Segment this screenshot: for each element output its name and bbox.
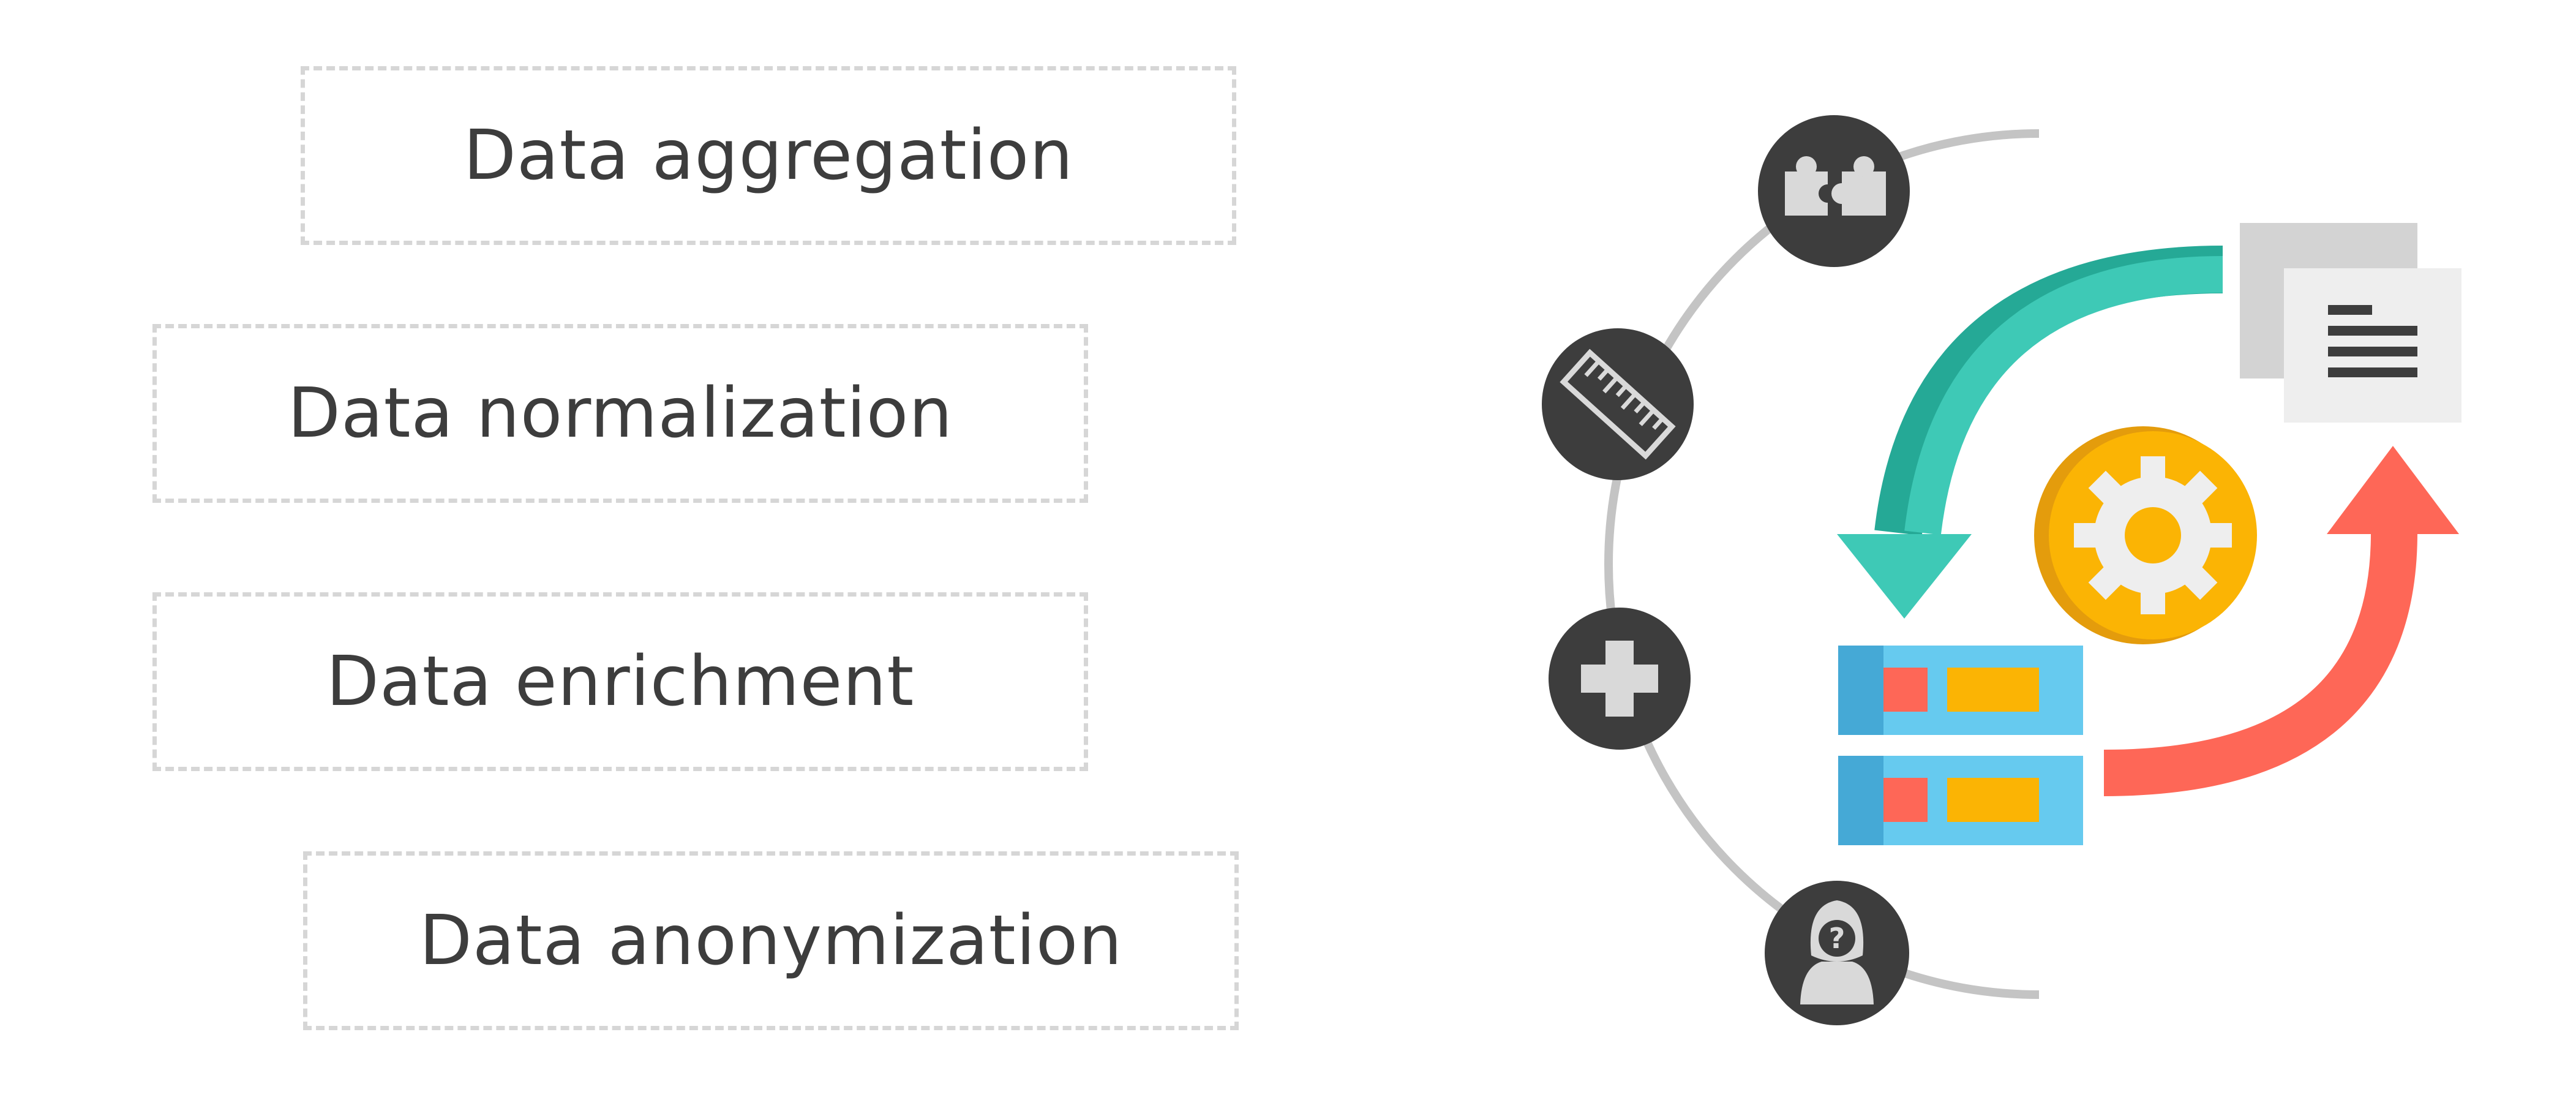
step-label-enrichment: Data enrichment <box>326 642 915 721</box>
step-label-aggregation: Data aggregation <box>463 116 1074 195</box>
step-box-aggregation: Data aggregation <box>301 66 1236 245</box>
puzzle-icon <box>1758 115 1910 267</box>
coral-arrow-icon <box>2103 446 2459 796</box>
gear-icon <box>2034 426 2257 644</box>
step-label-anonymization: Data anonymization <box>419 901 1123 981</box>
step-box-anonymization: Data anonymization <box>303 851 1239 1030</box>
step-box-enrichment: Data enrichment <box>152 592 1088 771</box>
server-rack-icon <box>1838 646 2083 845</box>
ruler-icon <box>1542 328 1694 480</box>
svg-text:?: ? <box>1829 922 1846 955</box>
teal-arrow-icon <box>1837 246 2223 619</box>
step-box-normalization: Data normalization <box>152 324 1088 503</box>
document-stack-icon <box>2240 223 2461 423</box>
plus-icon <box>1549 608 1691 750</box>
anonymous-user-icon: ? <box>1765 881 1909 1025</box>
step-label-normalization: Data normalization <box>287 374 953 453</box>
